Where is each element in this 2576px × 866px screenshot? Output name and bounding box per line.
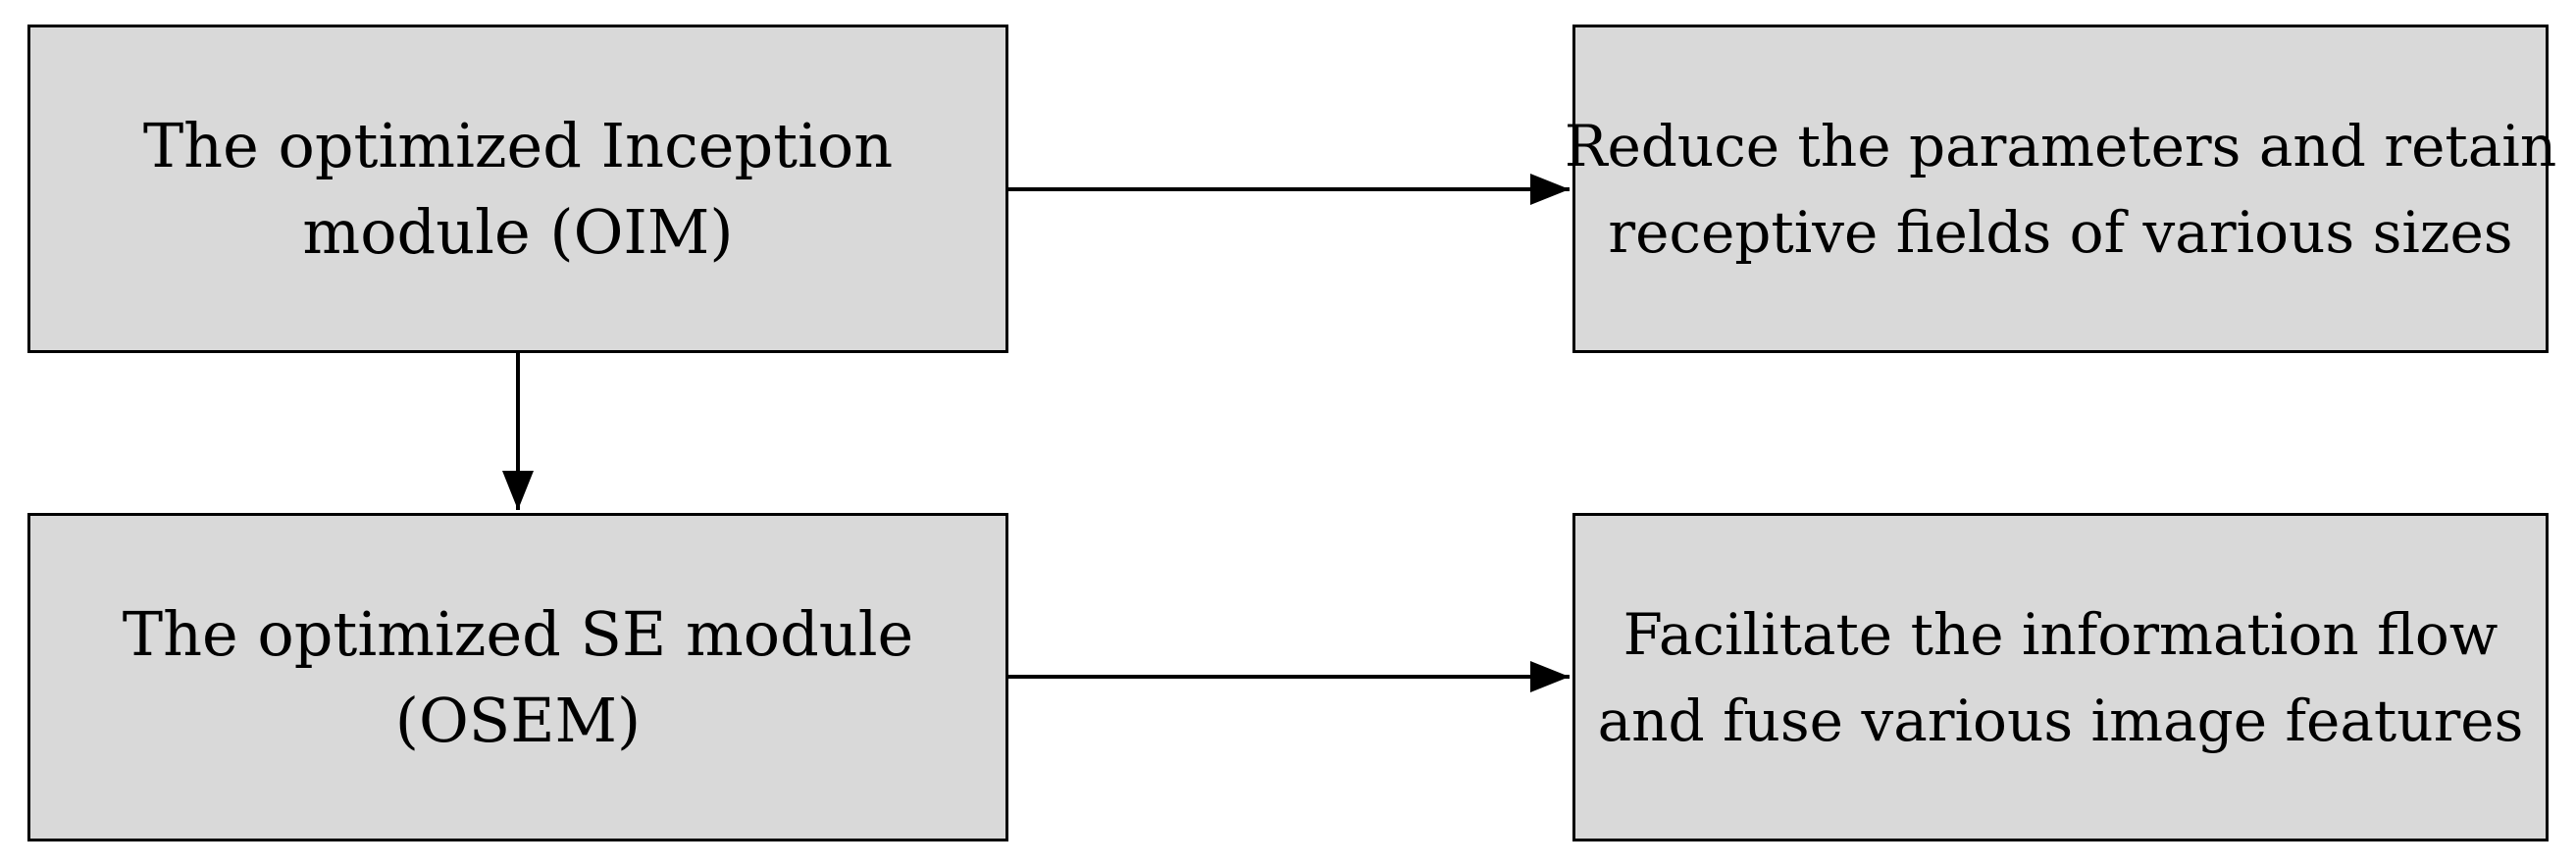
- osem-box: The optimized SE module (OSEM): [27, 513, 1008, 841]
- osem-label-line-2: (OSEM): [394, 684, 642, 756]
- osem-label-line-1: The optimized SE module: [122, 597, 914, 670]
- oim-box: The optimized Inception module (OIM): [27, 25, 1008, 353]
- oim-label-line-1: The optimized Inception: [142, 109, 894, 181]
- facilitate-label-line-2: and fuse various image features: [1597, 687, 2524, 754]
- oim-label-line-2: module (OIM): [302, 195, 734, 268]
- reduce-parameters-box: Reduce the parameters and retain recepti…: [1565, 25, 2556, 353]
- reduce-label-line-2: receptive fields of various sizes: [1608, 198, 2513, 266]
- facilitate-label-line-1: Facilitate the information flow: [1623, 600, 2499, 668]
- reduce-label-line-1: Reduce the parameters and retain: [1564, 112, 2557, 179]
- facilitate-flow-box: Facilitate the information flow and fuse…: [1572, 513, 2549, 841]
